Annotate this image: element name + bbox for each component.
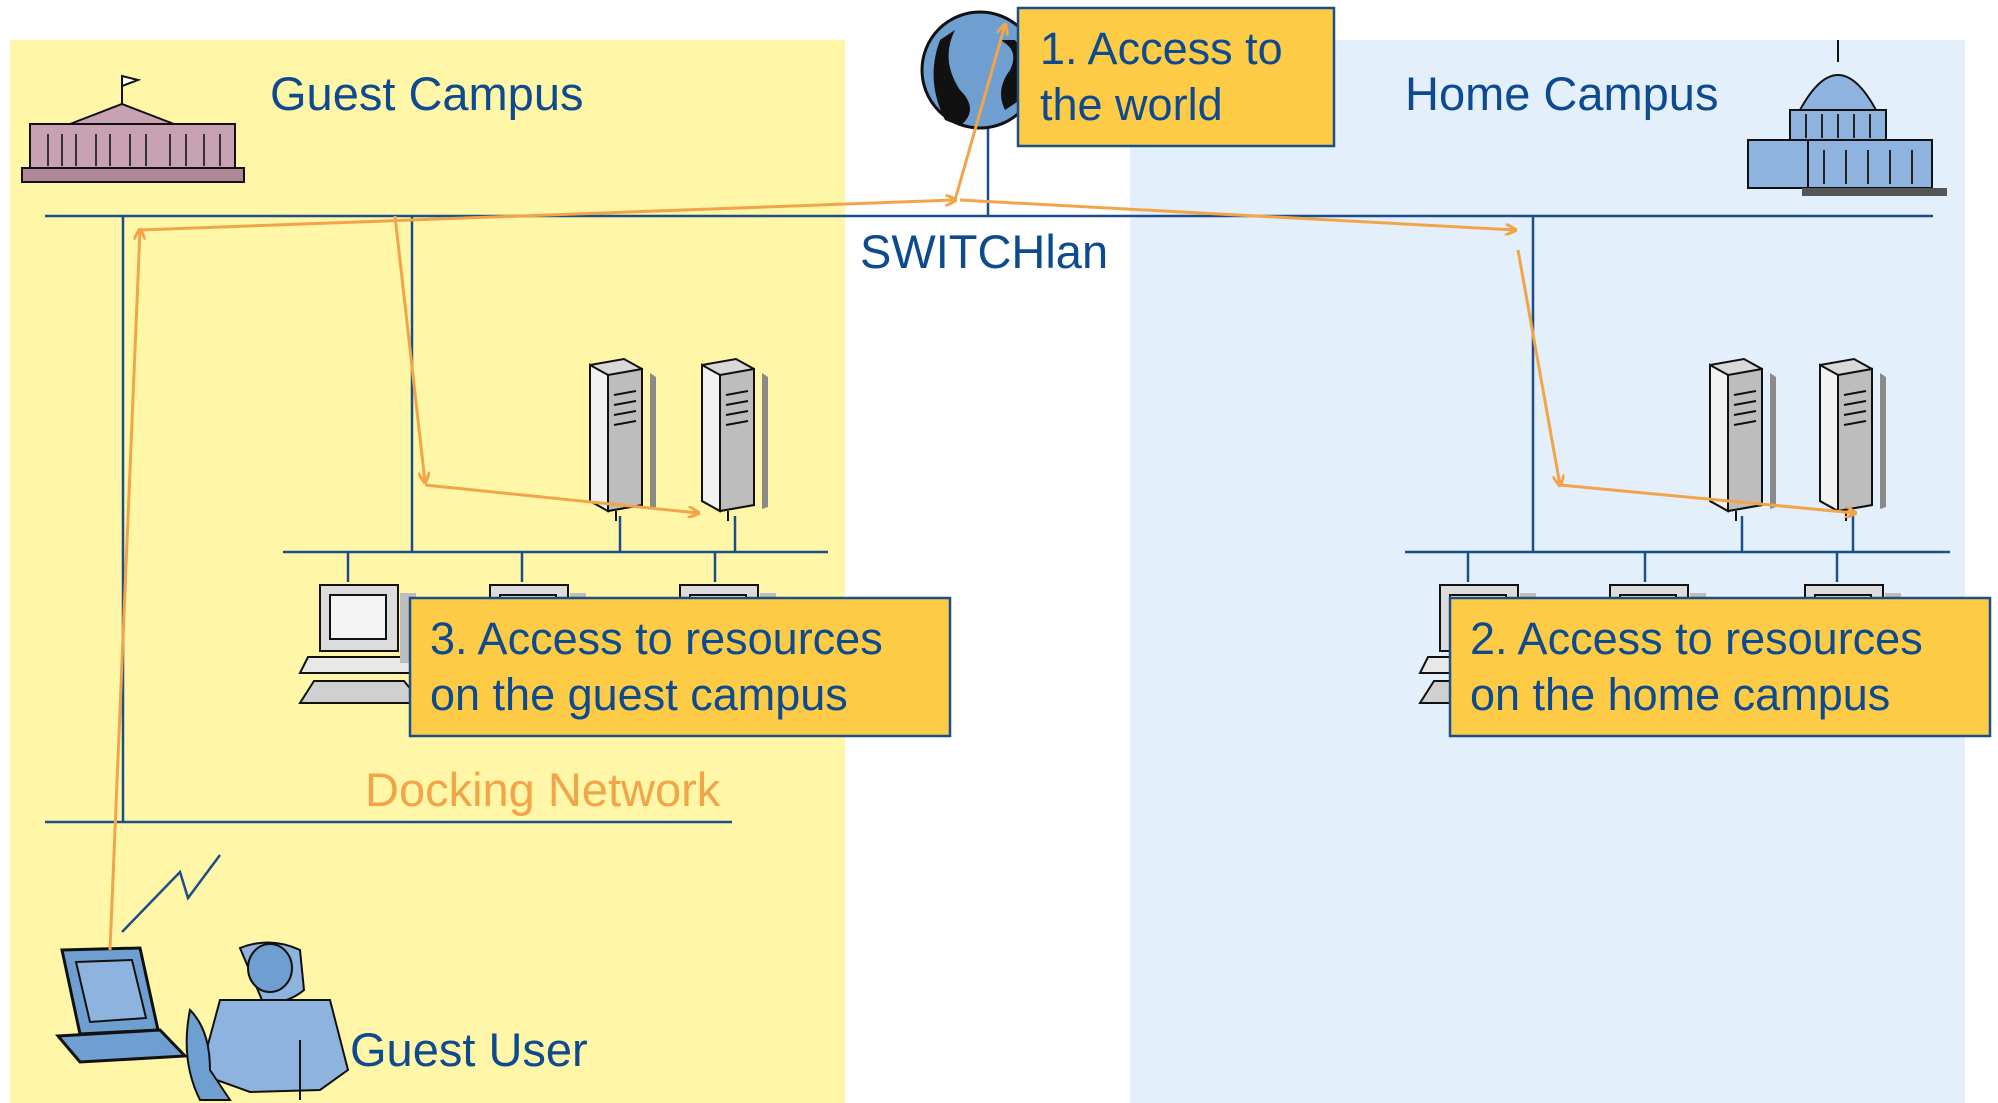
callout-guest-line1: 3. Access to resources [430, 613, 883, 664]
path-to-guest-lan [393, 215, 425, 482]
university-building-icon [21, 74, 245, 183]
callout-home-line2: on the home campus [1470, 669, 1890, 720]
path-to-guest-server [424, 483, 698, 513]
home-campus-label: Home Campus [1405, 67, 1718, 120]
guest-campus-label: Guest Campus [270, 67, 583, 120]
callout-world-line1: 1. Access to [1040, 23, 1283, 74]
guest-user-label: Guest User [350, 1023, 588, 1076]
callout-guest: 3. Access to resources on the guest camp… [408, 596, 952, 738]
wireless-link-icon [121, 854, 222, 933]
home-campus-zone [1130, 40, 1965, 1103]
docking-network-label: Docking Network [365, 763, 721, 816]
path-to-home-lan [1516, 249, 1560, 485]
callout-home: 2. Access to resources on the home campu… [1448, 596, 1992, 738]
path-to-world [953, 25, 1005, 201]
callout-guest-line2: on the guest campus [430, 669, 848, 720]
path-to-home-server [1559, 483, 1855, 513]
path-to-world-backbone [139, 200, 955, 232]
capitol-building-icon [1747, 40, 1947, 196]
laptop-icon [54, 946, 189, 1064]
callout-home-line1: 2. Access to resources [1470, 613, 1923, 664]
guest-campus-zone [10, 40, 845, 1103]
access-paths [108, 25, 1855, 951]
callout-world: 1. Access to the world [1016, 6, 1336, 148]
switchlan-label: SWITCHlan [860, 225, 1108, 278]
person-icon [185, 941, 350, 1101]
globe-icon [920, 10, 1040, 130]
path-uplink [108, 230, 140, 951]
callout-world-line2: the world [1040, 79, 1223, 130]
path-to-home-backbone [959, 198, 1515, 230]
